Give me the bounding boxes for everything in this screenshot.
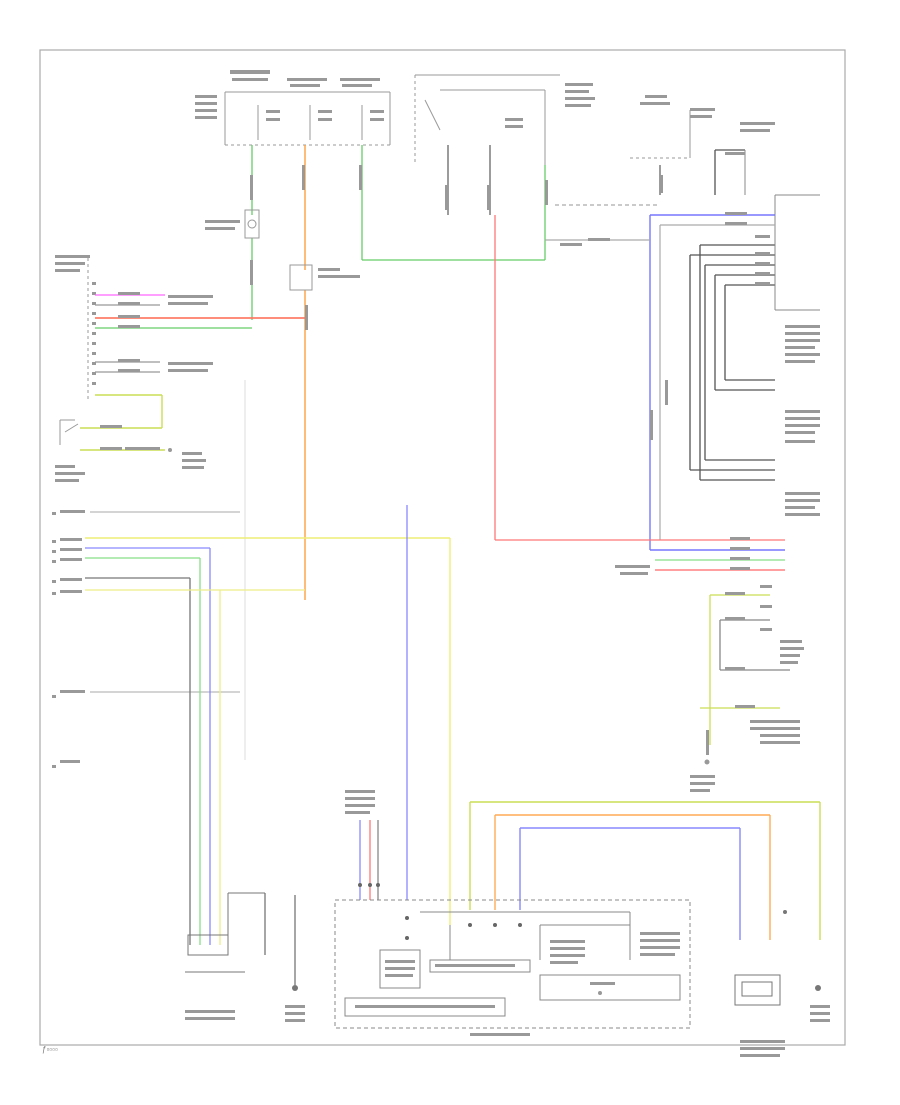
bottom-gray-wire (264, 893, 296, 985)
fuse-labels (195, 70, 384, 121)
green-wire-left (85, 557, 201, 945)
relay-labels (505, 83, 775, 132)
left-mid-labels (52, 510, 85, 768)
red-wire-right (494, 215, 785, 541)
black-wire-left (85, 577, 191, 945)
connector-label-left (205, 220, 240, 230)
gray-wire-right (545, 204, 775, 540)
bottom-blue-wire (519, 827, 741, 940)
fuse-mid (289, 264, 313, 291)
yellow-wire-left (85, 589, 305, 945)
ground-bottom-left (292, 985, 298, 991)
switch-left-labels (55, 425, 206, 482)
fuse-mid-label (318, 268, 360, 278)
bottom-left-wires (359, 820, 379, 900)
switch-left (59, 419, 79, 445)
blue-wire-left (85, 547, 211, 945)
left-connector (55, 255, 96, 400)
fuse-block-top (224, 91, 391, 146)
bottom-right-sensor (734, 974, 781, 1006)
gray-line-mid (90, 380, 246, 760)
relay-box-top (414, 74, 560, 165)
right-connector-box (689, 149, 775, 481)
switch-box-right (630, 110, 691, 159)
corner-label: ƒ▫▫▫▫ (42, 1045, 58, 1054)
ground-bottom-right (783, 910, 821, 991)
bottom-orange-wire (494, 814, 771, 940)
bottom-yellowgreen-wire (469, 801, 821, 940)
right-lower-connector (690, 585, 804, 792)
ecu-box-right (744, 150, 820, 311)
multi-wires-right (655, 559, 785, 571)
connector-dots (358, 883, 522, 940)
connector-ground-left (244, 209, 260, 239)
wire-labels-left (118, 292, 213, 372)
bottom-module-labels (185, 790, 830, 1057)
blue-wire-right (649, 214, 785, 551)
green-wires (95, 145, 546, 329)
yellow-green-wires (80, 394, 165, 451)
yellow-wire-long (85, 537, 451, 925)
bottom-left-connector (185, 892, 265, 973)
right-labels (250, 152, 820, 575)
diagram-border (39, 49, 846, 1046)
bottom-module (334, 899, 691, 1029)
